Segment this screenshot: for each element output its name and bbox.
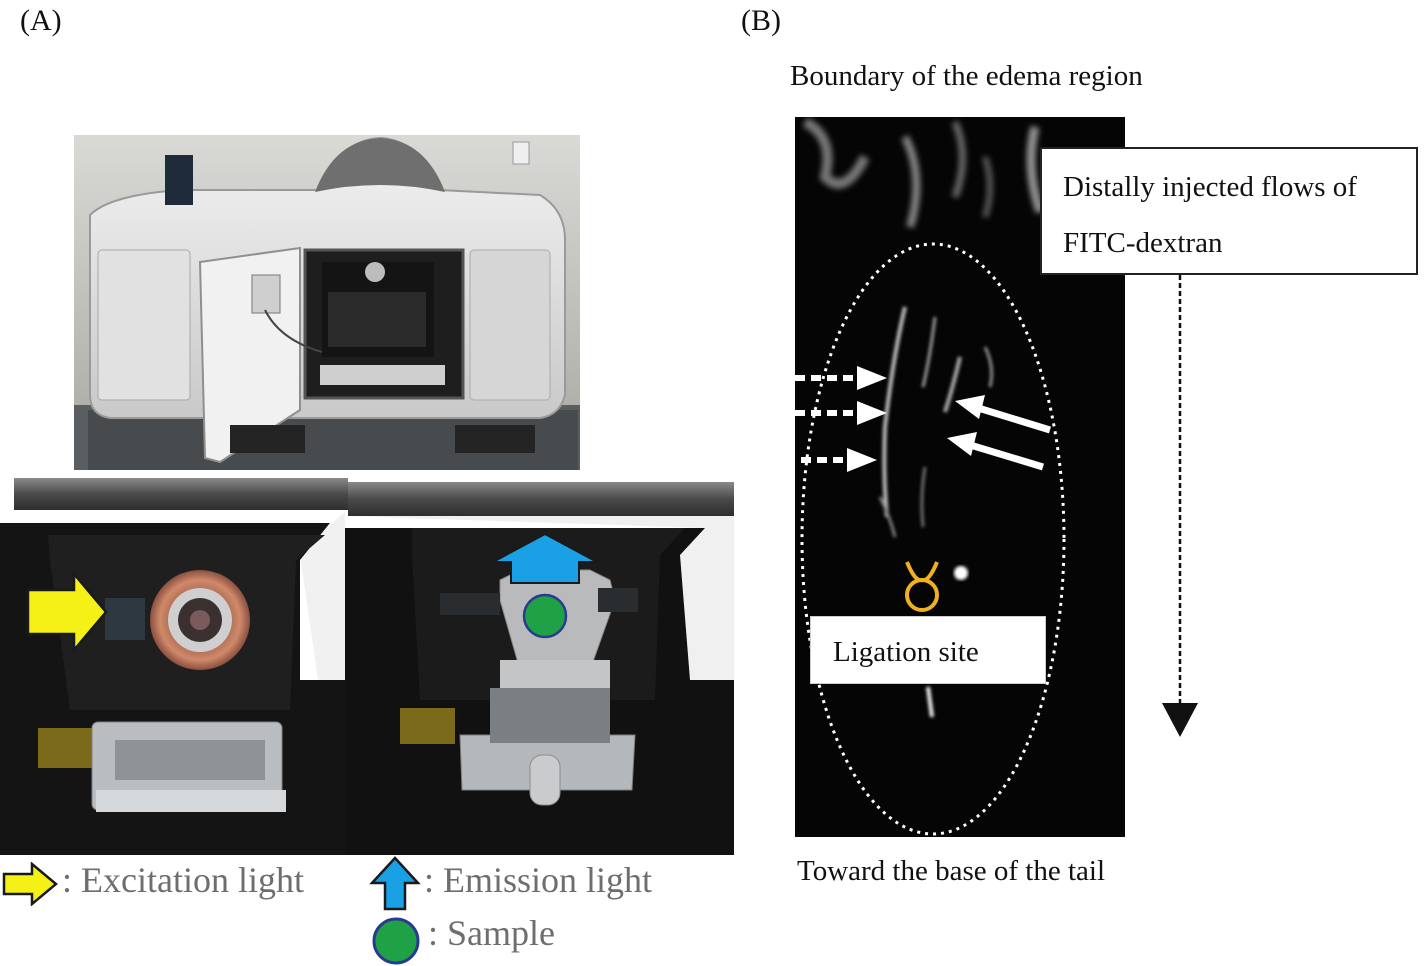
edema-boundary-ellipse xyxy=(800,242,1066,836)
circle-icon xyxy=(372,917,420,965)
panel-b-label: (B) xyxy=(741,4,781,37)
ligation-site-label: Ligation site xyxy=(833,636,979,668)
arrow-right-icon xyxy=(2,862,58,906)
panel-a-label: (A) xyxy=(20,4,62,37)
excitation-photo xyxy=(0,512,345,855)
emission-arrow-icon xyxy=(492,532,598,584)
sample-dot-icon xyxy=(522,593,568,639)
arrow-down-icon xyxy=(1162,275,1198,737)
arrow-up-icon xyxy=(369,856,421,911)
legend-sample: : Sample xyxy=(428,913,555,953)
ligation-site-box: Ligation site xyxy=(810,616,1046,684)
tail-base-caption: Toward the base of the tail xyxy=(797,855,1105,887)
flow-description-line2: FITC-dextran xyxy=(1063,227,1223,259)
edema-boundary-caption: Boundary of the edema region xyxy=(790,60,1143,92)
fluorescence-lymph-flows xyxy=(795,117,1066,836)
legend-excitation: : Excitation light xyxy=(62,860,304,900)
emission-photo xyxy=(345,516,734,855)
flow-description-box: Distally injected flows of FITC-dextran xyxy=(1040,147,1418,275)
excitation-arrow-icon xyxy=(26,570,108,654)
separator-bar-left xyxy=(14,478,354,510)
dashed-arrows xyxy=(795,375,863,463)
flow-description-line1: Distally injected flows of xyxy=(1063,171,1357,203)
panel-a xyxy=(0,0,740,860)
separator-bar-right xyxy=(348,482,734,516)
ligature-icon xyxy=(905,561,939,612)
legend-emission: : Emission light xyxy=(424,860,653,900)
instrument-photos xyxy=(0,135,734,855)
instrument-photo-top xyxy=(74,135,580,470)
